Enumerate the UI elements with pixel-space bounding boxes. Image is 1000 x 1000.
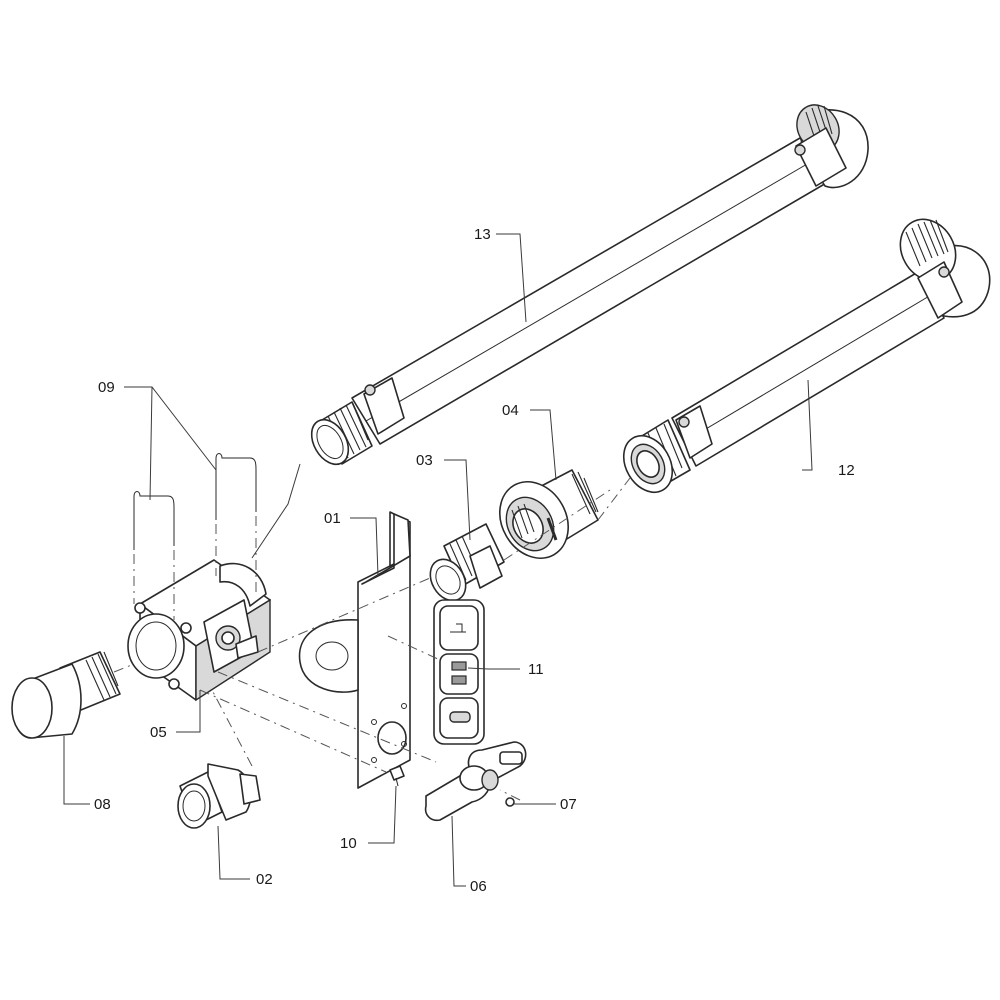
part-05-pump (127, 559, 271, 702)
part-06-handle (424, 741, 527, 822)
part-04-union (499, 469, 599, 559)
hose-12 (622, 218, 991, 494)
label-10: 10 (340, 835, 357, 852)
leader-lines (63, 233, 813, 887)
label-05: 05 (150, 724, 167, 741)
hose-13 (310, 104, 869, 466)
label-12: 12 (838, 462, 855, 479)
label-09: 09 (98, 379, 115, 396)
label-03: 03 (416, 452, 433, 469)
part-10-screw (389, 765, 405, 787)
label-01: 01 (324, 510, 341, 527)
label-06: 06 (470, 878, 487, 895)
part-01-bracket (298, 511, 411, 789)
label-07: 07 (560, 796, 577, 813)
label-11: 11 (528, 661, 544, 678)
part-02-connector (177, 763, 261, 829)
part-09-clips (133, 453, 257, 550)
part-08-cap (11, 651, 121, 739)
label-04: 04 (502, 402, 519, 419)
assembly-lines (113, 477, 631, 801)
callout-labels: 13 12 09 04 03 01 11 05 08 02 10 06 07 (94, 226, 855, 895)
label-08: 08 (94, 796, 111, 813)
label-13: 13 (474, 226, 491, 243)
label-02: 02 (256, 871, 273, 888)
part-11-label-plate (433, 599, 485, 745)
part-03-bushing (429, 523, 505, 602)
part-07-screw (505, 797, 515, 807)
